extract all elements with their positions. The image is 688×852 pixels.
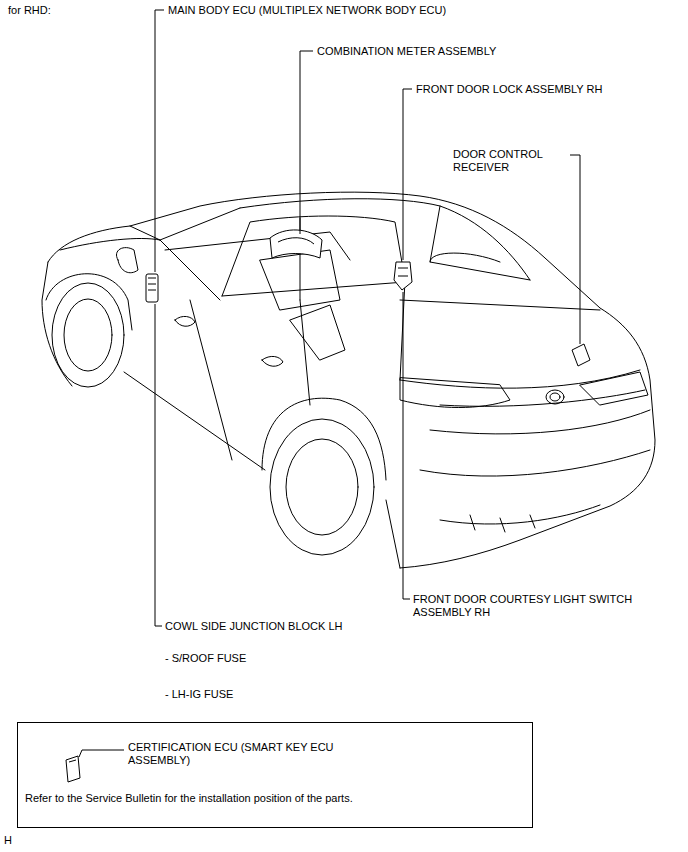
note-text: Refer to the Service Bulletin for the in… <box>25 792 525 805</box>
view-note: for RHD: <box>8 4 51 17</box>
fuse-name: - LH-IG FUSE <box>165 688 233 701</box>
part-name: FRONT DOOR COURTESY LIGHT SWITCH ASSEMBL… <box>413 593 675 619</box>
fuse-name: - S/ROOF FUSE <box>165 652 246 665</box>
note-box: CERTIFICATION ECU (SMART KEY ECU ASSEMBL… <box>17 722 533 828</box>
part-name: CERTIFICATION ECU (SMART KEY ECU ASSEMBL… <box>128 741 368 767</box>
part-name: MAIN BODY ECU (MULTIPLEX NETWORK BODY EC… <box>168 4 446 17</box>
figure-code: H <box>4 834 12 847</box>
part-name: COMBINATION METER ASSEMBLY <box>317 45 496 58</box>
part-name: COWL SIDE JUNCTION BLOCK LH <box>165 620 342 633</box>
part-name: DOOR CONTROL RECEIVER <box>453 148 565 174</box>
part-name: FRONT DOOR LOCK ASSEMBLY RH <box>416 83 602 96</box>
